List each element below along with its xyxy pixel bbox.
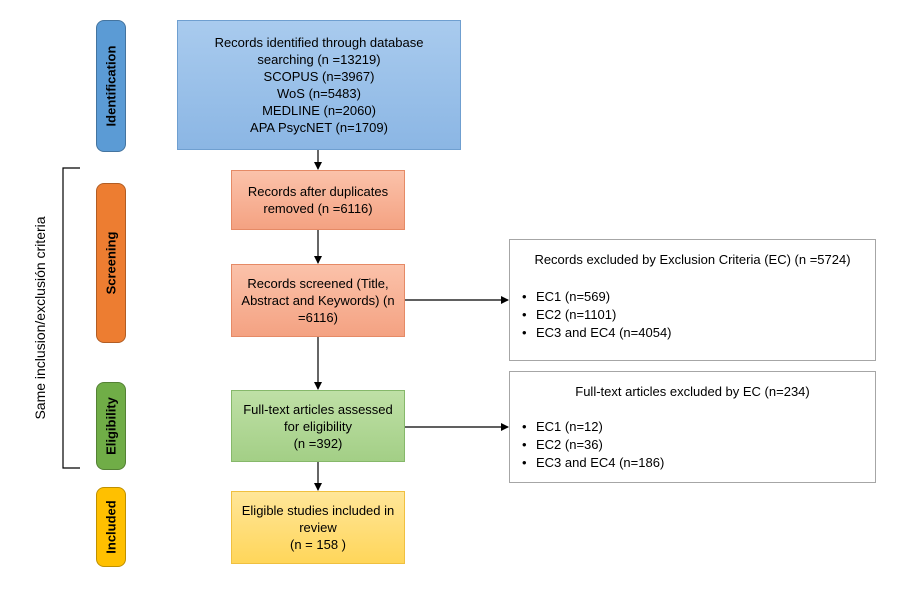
identified-line: APA PsycNET (n=1709): [250, 120, 388, 135]
stage-identification: Identification: [96, 20, 126, 152]
identified-line: Records identified through database: [214, 35, 424, 50]
list-item: EC2 (n=1101): [522, 306, 672, 324]
excluded-eligibility-title: Full-text articles excluded by EC (n=234…: [575, 384, 810, 399]
duplicates-line: Records after duplicates: [247, 184, 389, 199]
included-line: Eligible studies included in: [241, 503, 395, 518]
identified-line: SCOPUS (n=3967): [263, 69, 375, 84]
included-line: (n = 158 ): [289, 537, 346, 552]
box-records-identified: Records identified through database sear…: [177, 20, 461, 150]
list-item: EC1 (n=12): [522, 418, 664, 436]
screened-line: Abstract and Keywords) (n: [241, 293, 395, 308]
identified-line: MEDLINE (n=2060): [262, 103, 376, 118]
excluded-screening-title: Records excluded by Exclusion Criteria (…: [534, 252, 851, 267]
box-records-after-duplicates: Records after duplicates removed (n =611…: [231, 170, 405, 230]
stage-included: Included: [96, 487, 126, 567]
identified-line: searching (n =13219): [257, 52, 381, 67]
identified-line: WoS (n=5483): [277, 86, 361, 101]
screened-line: =6116): [298, 310, 338, 325]
stage-eligibility: Eligibility: [96, 382, 126, 470]
box-fulltext-assessed: Full-text articles assessed for eligibil…: [231, 390, 405, 462]
box-records-screened: Records screened (Title, Abstract and Ke…: [231, 264, 405, 337]
box-excluded-screening: Records excluded by Exclusion Criteria (…: [509, 239, 876, 361]
included-line: review: [299, 520, 337, 535]
list-item: EC3 and EC4 (n=4054): [522, 324, 672, 342]
duplicates-line: removed (n =6116): [263, 201, 373, 216]
list-item: EC1 (n=569): [522, 288, 672, 306]
fulltext-line: for eligibility: [284, 418, 352, 434]
fulltext-line: Full-text articles assessed: [243, 401, 393, 417]
list-item: EC2 (n=36): [522, 436, 664, 454]
fulltext-line: (n =392): [293, 435, 343, 451]
criteria-bracket: [62, 167, 80, 469]
excluded-eligibility-list: EC1 (n=12) EC2 (n=36) EC3 and EC4 (n=186…: [522, 418, 664, 472]
screened-line: Records screened (Title,: [247, 276, 389, 291]
list-item: EC3 and EC4 (n=186): [522, 454, 664, 472]
excluded-screening-list: EC1 (n=569) EC2 (n=1101) EC3 and EC4 (n=…: [522, 288, 672, 342]
stage-screening: Screening: [96, 183, 126, 343]
box-studies-included: Eligible studies included in review (n =…: [231, 491, 405, 564]
box-excluded-eligibility: Full-text articles excluded by EC (n=234…: [509, 371, 876, 483]
